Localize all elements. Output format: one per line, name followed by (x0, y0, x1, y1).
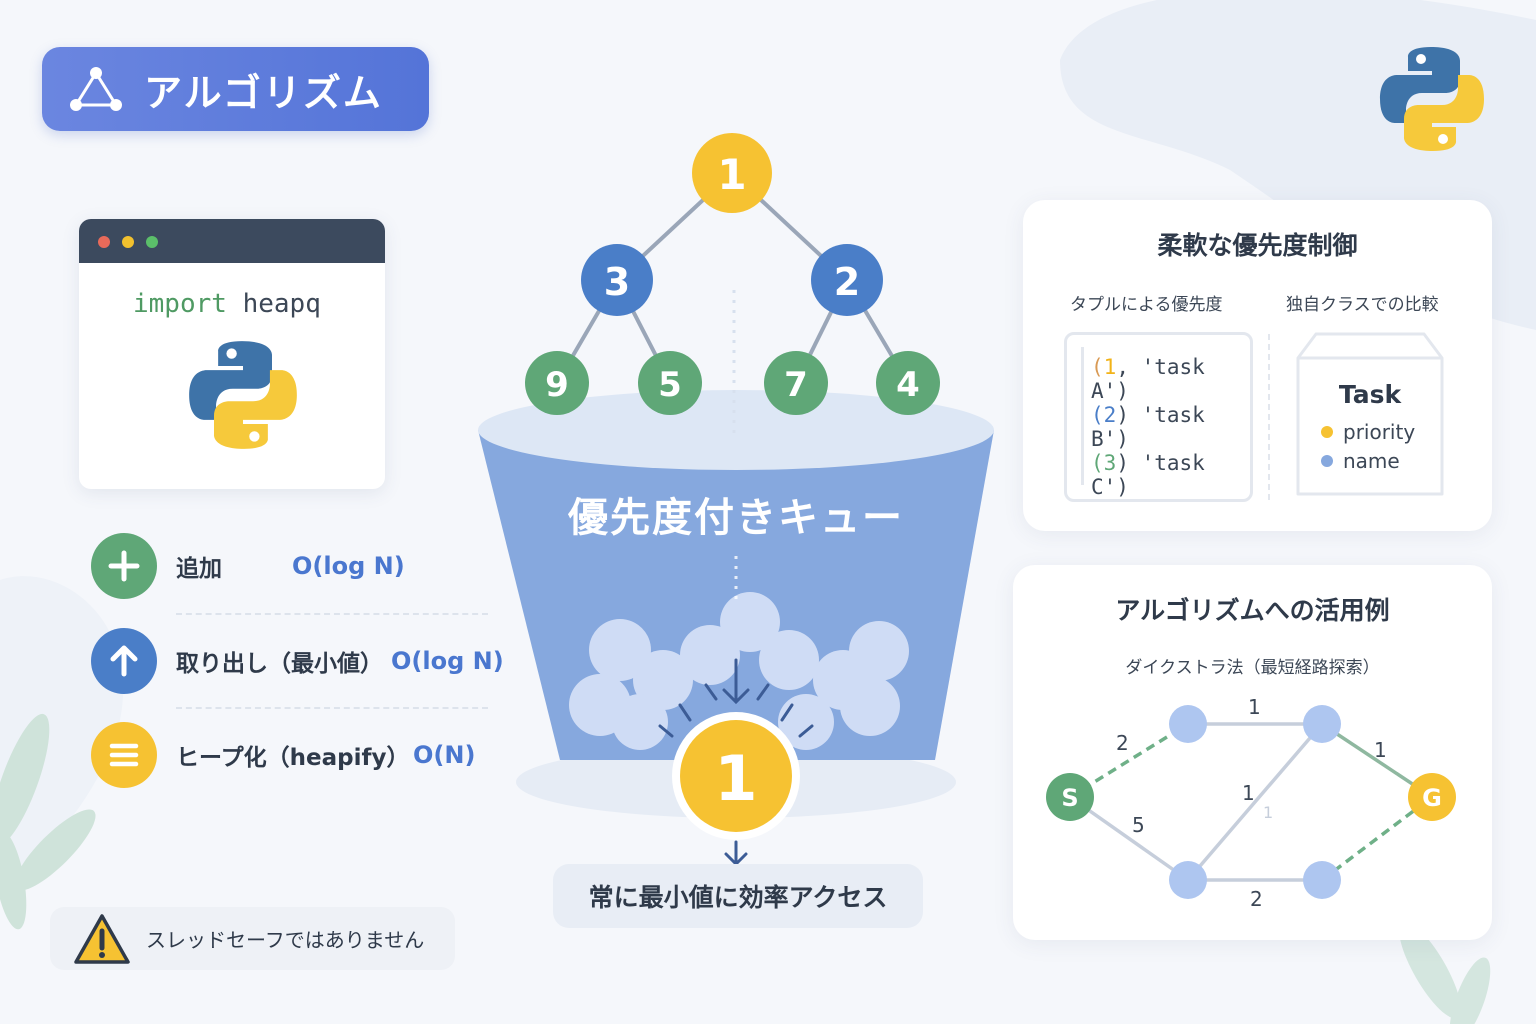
edge-weights: 2 1 1 5 1 1 2 (1116, 695, 1387, 911)
operation-label: ヒープ化（heapify） (176, 745, 410, 771)
output-node (680, 720, 792, 832)
heap-node: 7 (764, 351, 828, 415)
heap-node-root: 1 (692, 133, 772, 213)
class-name: Task (1339, 380, 1403, 409)
access-caption: 常に最小値に効率アクセス (553, 864, 923, 928)
operation-pop: 取り出し（最小値） O(log N) (91, 628, 504, 694)
bullet-dot (1321, 426, 1333, 438)
tuple-item: (3) 'task C') (1091, 451, 1205, 499)
code-gutter (1081, 347, 1084, 485)
list-icon (91, 722, 157, 788)
leaf-decoration-right (1399, 921, 1491, 1024)
svg-text:5: 5 (658, 365, 682, 405)
svg-text:G: G (1422, 784, 1442, 812)
svg-text:3: 3 (604, 260, 630, 304)
svg-text:2: 2 (1116, 731, 1129, 755)
operation-label: 追加 (176, 556, 222, 582)
svg-text:2: 2 (834, 260, 860, 304)
arrow-up-icon (91, 628, 157, 694)
divider (1268, 334, 1270, 500)
access-text: 常に最小値に効率アクセス (588, 883, 888, 912)
heap-node: 5 (638, 351, 702, 415)
warning-card: スレッドセーフではありません (50, 907, 455, 970)
window-minimize-dot (122, 236, 134, 248)
svg-text:1: 1 (1248, 695, 1261, 719)
operation-heapify: ヒープ化（heapify） O(N) (91, 722, 475, 788)
window-close-dot (98, 236, 110, 248)
goal-node: G (1408, 773, 1456, 821)
code-import-line: import heapq (133, 289, 321, 319)
operation-complexity: O(log N) (292, 552, 405, 580)
svg-text:1: 1 (1242, 781, 1255, 805)
card-title: アルゴリズムへの活用例 (1115, 596, 1390, 625)
queue-rim (478, 390, 994, 470)
card-title: 柔軟な優先度制御 (1157, 231, 1358, 260)
svg-text:4: 4 (896, 365, 920, 405)
warning-text: スレッドセーフではありません (146, 928, 425, 952)
operation-complexity: O(log N) (391, 647, 504, 675)
svg-text:9: 9 (545, 365, 569, 405)
title-banner: アルゴリズム (42, 47, 429, 131)
graph-nodes (1169, 705, 1341, 899)
algo-subtitle: ダイクストラ法（最短経路探索） (1125, 658, 1380, 678)
divider (176, 707, 488, 709)
operation-label: 取り出し（最小値） (176, 651, 383, 677)
svg-text:S: S (1061, 784, 1078, 812)
page-title: アルゴリズム (144, 70, 383, 115)
heap-node: 3 (581, 244, 653, 316)
code-module: heapq (242, 289, 321, 319)
tuple-item: (2) 'task B') (1091, 403, 1205, 451)
svg-text:1: 1 (1374, 738, 1387, 762)
graph-edges (1068, 722, 1324, 882)
output-node-label: 1 (714, 742, 757, 815)
code-card: import heapq (79, 219, 385, 489)
svg-text:1: 1 (717, 150, 746, 199)
queue-label: 優先度付きキュー (568, 495, 904, 541)
tuple-item: (1, 'task A') (1091, 355, 1205, 403)
tuple-list: (1, 'task A') (2) 'task B') (3) 'task C'… (1064, 332, 1253, 502)
code-keyword: import (133, 289, 227, 319)
start-node: S (1046, 773, 1094, 821)
operation-complexity: O(N) (413, 741, 476, 769)
divider (176, 613, 488, 615)
triangle-graph-icon (70, 67, 122, 111)
python-logo-icon (1380, 47, 1484, 151)
warning-icon (74, 913, 130, 964)
tuple-subtitle: タプルによる優先度 (1070, 295, 1223, 315)
python-logo-icon (189, 341, 297, 449)
algorithm-card: アルゴリズムへの活用例 ダイクストラ法（最短経路探索） (1013, 565, 1492, 940)
class-subtitle: 独自クラスでの比較 (1286, 295, 1439, 315)
class-field: name (1343, 449, 1400, 473)
burst-lines (658, 683, 814, 738)
heap-node: 4 (876, 351, 940, 415)
window-maximize-dot (146, 236, 158, 248)
operation-add: 追加 O(log N) (91, 533, 405, 599)
bullet-dot (1321, 455, 1333, 467)
leaf-decoration-left (0, 713, 96, 930)
svg-text:5: 5 (1132, 813, 1145, 837)
class-box: Task priority name (1296, 332, 1444, 496)
heap-node: 9 (525, 351, 589, 415)
window-titlebar (79, 219, 385, 263)
queue-bubbles (569, 592, 909, 750)
class-field: priority (1343, 420, 1415, 444)
svg-text:1: 1 (1263, 803, 1273, 822)
plus-icon (91, 533, 157, 599)
svg-text:2: 2 (1250, 887, 1263, 911)
heap-node: 2 (811, 244, 883, 316)
down-arrow-icon (722, 658, 750, 705)
svg-text:7: 7 (784, 365, 808, 405)
